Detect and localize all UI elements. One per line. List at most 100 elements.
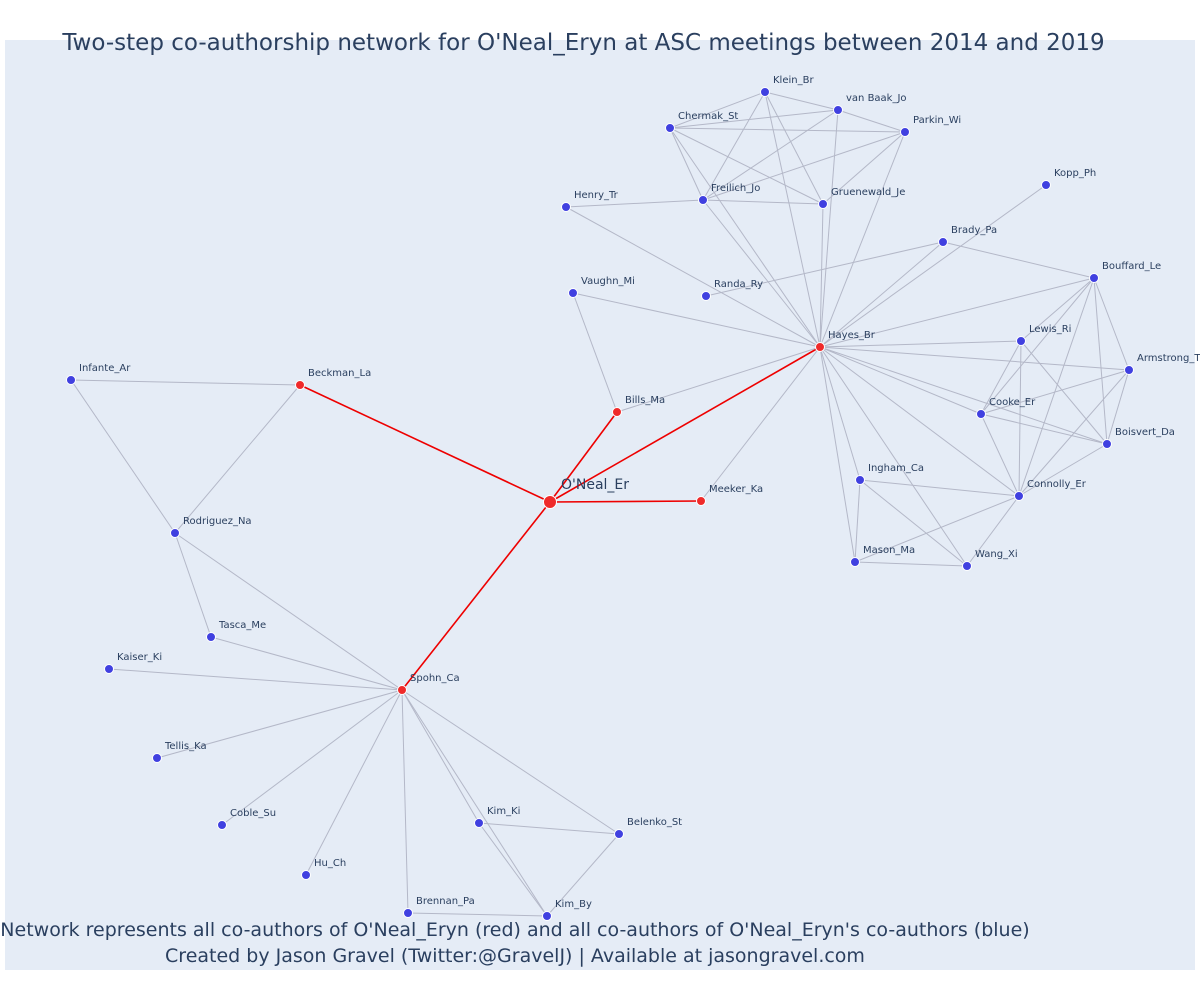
edge-tasca-me-spohn-ca (210, 636, 403, 691)
edge-connolly-er-wang-xi (966, 495, 1020, 567)
node-label-kim-by: Kim_By (555, 899, 592, 910)
node-o-neal-er[interactable] (543, 495, 557, 509)
edge-beckman-la-rodriguez-na (174, 384, 301, 534)
node-hayes-br[interactable] (815, 342, 825, 352)
node-kopp-ph[interactable] (1041, 180, 1051, 190)
node-kaiser-ki[interactable] (104, 664, 114, 674)
node-kim-ki[interactable] (474, 818, 484, 828)
node-van-baak-jo[interactable] (833, 105, 843, 115)
node-label-henry-tr: Henry_Tr (574, 190, 619, 201)
node-label-chermak-st: Chermak_St (678, 111, 738, 122)
footer-description: Network represents all co-authors of O'N… (0, 919, 1030, 941)
node-rodriguez-na[interactable] (170, 528, 180, 538)
node-armstrong-t[interactable] (1124, 365, 1134, 375)
node-chermak-st[interactable] (665, 123, 675, 133)
edge-connolly-er-hayes-br (819, 346, 1020, 497)
node-meeker-ka[interactable] (696, 496, 706, 506)
node-label-o-neal-er: O'Neal_Er (561, 477, 629, 493)
edge-henry-tr-freilich-jo (565, 199, 704, 208)
node-lewis-ri[interactable] (1016, 336, 1026, 346)
edge-chermak-st-hayes-br (669, 127, 821, 348)
node-label-brennan-pa: Brennan_Pa (416, 896, 475, 907)
node-parkin-wi[interactable] (900, 127, 910, 137)
node-kim-by[interactable] (542, 911, 552, 921)
node-label-freilich-jo: Freilich_Jo (711, 183, 760, 194)
node-label-boisvert-da: Boisvert_Da (1115, 427, 1175, 438)
node-label-wang-xi: Wang_Xi (975, 549, 1018, 560)
edge-tellis-ka-spohn-ca (156, 689, 403, 759)
edge-hu-ch-spohn-ca (305, 689, 403, 876)
node-bills-ma[interactable] (612, 407, 622, 417)
edge-klein-br-freilich-jo (702, 91, 766, 201)
node-label-kaiser-ki: Kaiser_Ki (117, 652, 162, 663)
edge-kopp-ph-hayes-br (819, 184, 1047, 348)
footer-credit: Created by Jason Gravel (Twitter:@Gravel… (165, 945, 865, 967)
edge-lewis-ri-connolly-er (1018, 340, 1022, 497)
chart-footer: Network represents all co-authors of O'N… (0, 917, 1030, 969)
edge-gruenewald-je-hayes-br (819, 203, 824, 348)
node-cooke-er[interactable] (976, 409, 986, 419)
node-beckman-la[interactable] (295, 380, 305, 390)
node-tellis-ka[interactable] (152, 753, 162, 763)
chart-title: Two-step co-authorship network for O'Nea… (62, 30, 1105, 56)
node-spohn-ca[interactable] (397, 685, 407, 695)
edge-armstrong-t-hayes-br (819, 346, 1130, 371)
node-label-gruenewald-je: Gruenewald_Je (831, 187, 905, 198)
edge-parkin-wi-hayes-br (819, 131, 906, 348)
node-klein-br[interactable] (760, 87, 770, 97)
node-label-brady-pa: Brady_Pa (951, 225, 997, 236)
edge-armstrong-t-cooke-er (980, 369, 1130, 415)
edge-o-neal-er-meeker-ka (549, 500, 702, 503)
edge-layer (70, 91, 1130, 917)
node-hu-ch[interactable] (301, 870, 311, 880)
edge-boisvert-da-hayes-br (819, 346, 1108, 445)
edge-brady-pa-bouffard-le (942, 241, 1095, 279)
edge-mason-ma-hayes-br (819, 346, 856, 563)
node-gruenewald-je[interactable] (818, 199, 828, 209)
node-label-bills-ma: Bills_Ma (625, 395, 665, 406)
edge-bouffard-le-lewis-ri (1020, 277, 1095, 342)
edge-bouffard-le-armstrong-t (1093, 277, 1130, 371)
node-randa-ry[interactable] (701, 291, 711, 301)
edge-rodriguez-na-tasca-me (174, 532, 212, 638)
node-mason-ma[interactable] (850, 557, 860, 567)
edge-klein-br-hayes-br (764, 91, 821, 348)
node-label-infante-ar: Infante_Ar (79, 363, 131, 374)
node-label-coble-su: Coble_Su (230, 808, 276, 819)
edge-kim-by-spohn-ca (401, 689, 548, 917)
edge-belenko-st-spohn-ca (401, 689, 620, 835)
node-coble-su[interactable] (217, 820, 227, 830)
node-label-tellis-ka: Tellis_Ka (164, 741, 207, 752)
edge-ingham-ca-hayes-br (819, 346, 861, 481)
node-label-ingham-ca: Ingham_Ca (868, 463, 924, 474)
node-label-spohn-ca: Spohn_Ca (410, 673, 460, 684)
node-ingham-ca[interactable] (855, 475, 865, 485)
edge-o-neal-er-beckman-la (299, 384, 551, 503)
node-wang-xi[interactable] (962, 561, 972, 571)
edge-o-neal-er-spohn-ca (401, 501, 551, 691)
node-vaughn-mi[interactable] (568, 288, 578, 298)
edge-ingham-ca-wang-xi (859, 479, 968, 567)
edge-randa-ry-brady-pa (705, 241, 944, 297)
edge-mason-ma-wang-xi (854, 561, 968, 567)
node-freilich-jo[interactable] (698, 195, 708, 205)
edge-bills-ma-vaughn-mi (572, 292, 618, 413)
node-tasca-me[interactable] (206, 632, 216, 642)
node-henry-tr[interactable] (561, 202, 571, 212)
node-belenko-st[interactable] (614, 829, 624, 839)
node-label-tasca-me: Tasca_Me (218, 620, 266, 631)
edge-chermak-st-van-baak-jo (669, 109, 839, 129)
node-bouffard-le[interactable] (1089, 273, 1099, 283)
node-label-kopp-ph: Kopp_Ph (1054, 168, 1096, 179)
edge-bouffard-le-hayes-br (819, 277, 1095, 348)
node-connolly-er[interactable] (1014, 491, 1024, 501)
edge-van-baak-jo-freilich-jo (702, 109, 839, 201)
node-brennan-pa[interactable] (403, 908, 413, 918)
node-boisvert-da[interactable] (1102, 439, 1112, 449)
node-label-armstrong-t: Armstrong_T (1137, 353, 1200, 364)
node-brady-pa[interactable] (938, 237, 948, 247)
node-infante-ar[interactable] (66, 375, 76, 385)
node-label-mason-ma: Mason_Ma (863, 545, 915, 556)
edge-bouffard-le-boisvert-da (1093, 277, 1108, 445)
edge-meeker-ka-hayes-br (700, 346, 821, 502)
